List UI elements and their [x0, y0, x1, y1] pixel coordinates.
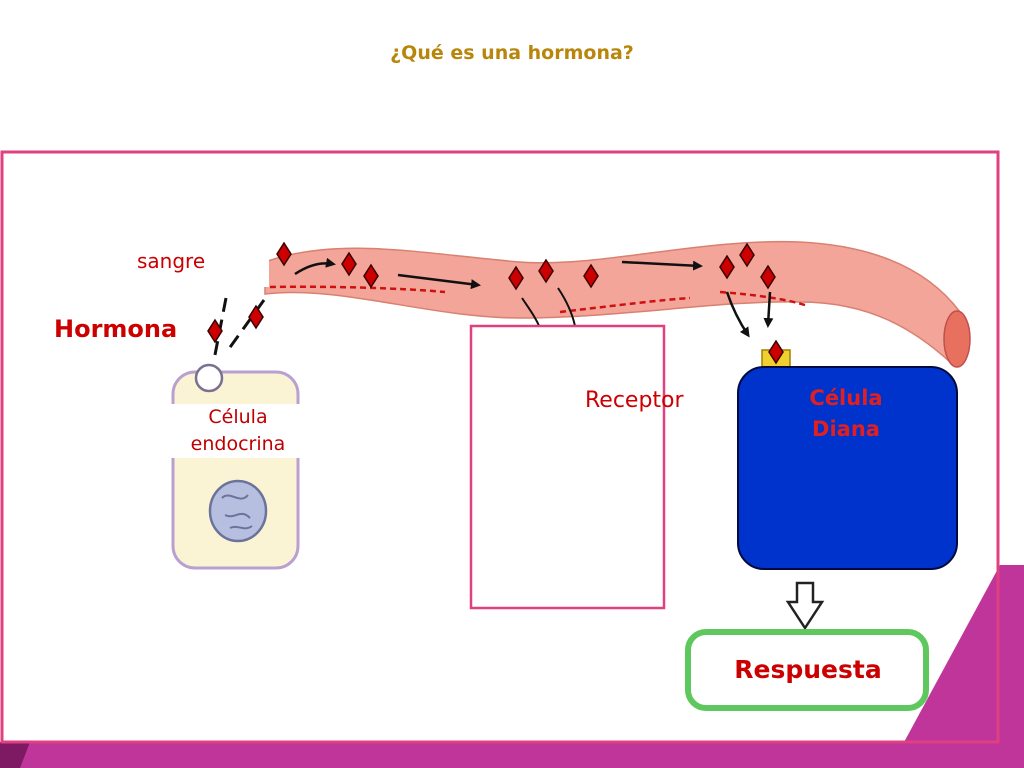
target-cell — [737, 366, 958, 570]
hormone-molecules — [207, 241, 784, 365]
non-target-cell-box — [469, 324, 666, 610]
hormone-bound-to-receptor — [768, 339, 784, 365]
label-celula-endocrina-line1: Célula — [208, 406, 268, 428]
hormone-molecule — [207, 318, 223, 344]
hormone-molecule — [583, 263, 599, 289]
flow-arrow-1 — [294, 257, 336, 276]
vessel-wall-dash-left — [269, 285, 446, 294]
hormone-molecule — [341, 251, 357, 277]
vessel-wall-dash-mid — [559, 296, 691, 314]
label-celula-endocrina-line2: endocrina — [190, 433, 286, 455]
label-hormona: Hormona — [54, 315, 178, 343]
decorative-bottom-band — [0, 742, 1024, 768]
hormone-exit-arrow-1 — [725, 291, 750, 338]
response-box — [685, 629, 929, 711]
diagram-frame — [0, 150, 1000, 744]
secretion-vesicle — [194, 363, 224, 393]
response-down-arrow — [785, 581, 825, 631]
hormone-molecule — [508, 265, 524, 291]
flow-arrow-3 — [621, 260, 703, 271]
decorative-bottom-band-dark — [0, 742, 30, 768]
hormone-molecule — [248, 304, 264, 330]
vessel-wall-dash-right — [719, 290, 809, 308]
label-celula-diana-line1: Célula — [809, 386, 883, 410]
nucleus-chromatin — [221, 494, 253, 530]
blood-vessel-end — [943, 310, 971, 368]
label-sangre: sangre — [123, 241, 269, 287]
hormone-molecule — [276, 241, 292, 267]
hormone-molecule — [739, 242, 755, 268]
flow-arrow-2 — [397, 273, 481, 290]
hormone-molecule — [719, 254, 735, 280]
label-celula-endocrina: Célula endocrina — [168, 404, 308, 458]
hormone-molecule — [363, 263, 379, 289]
label-celula-diana-line2: Diana — [812, 417, 880, 441]
decorative-corner-shape — [890, 565, 1024, 768]
slide-title: ¿Qué es una hormona? — [390, 42, 634, 64]
label-celula-diana: Célula Diana — [745, 383, 947, 445]
hormone-molecule — [760, 264, 776, 290]
hormone-exit-arrow-2 — [763, 291, 774, 328]
cell-nucleus — [208, 479, 268, 543]
label-respuesta: Respuesta — [734, 655, 882, 684]
hormone-molecule — [538, 258, 554, 284]
hormone-diffusion-line-2 — [557, 287, 576, 327]
label-receptor: Receptor — [585, 388, 684, 413]
